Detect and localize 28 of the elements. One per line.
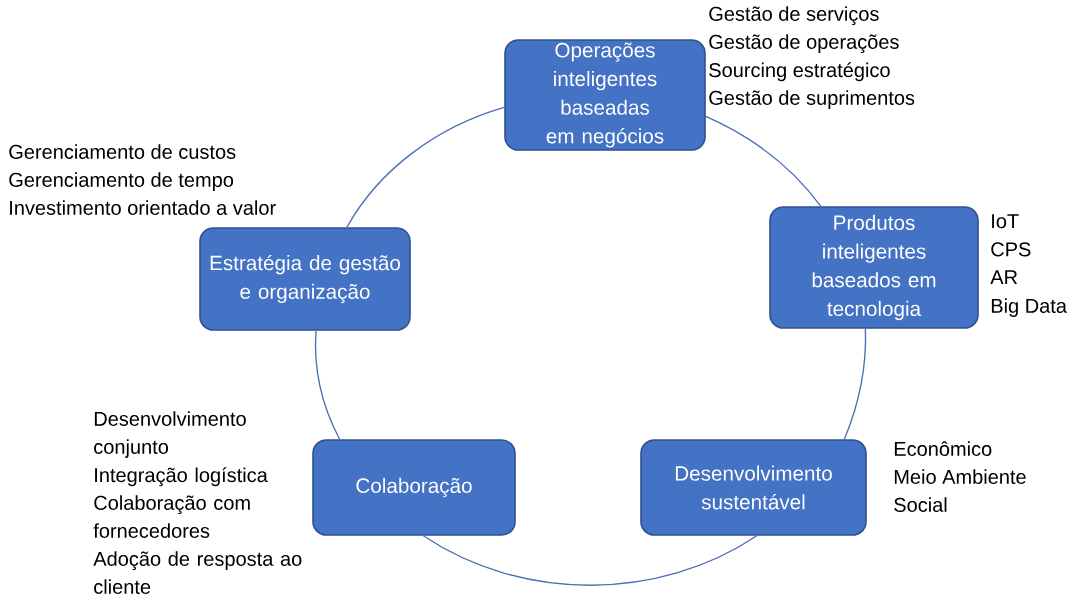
connector-arc xyxy=(314,330,341,440)
list-item: Gerenciamento de custos xyxy=(9,144,236,159)
list-item: Meio Ambiente xyxy=(894,469,1026,484)
process-box: Colaboração xyxy=(312,439,516,536)
list-item: Desenvolvimento conjunto xyxy=(94,411,246,458)
list-item: Gestão de suprimentos xyxy=(709,90,915,109)
list-item: Gestão de serviços xyxy=(709,6,879,25)
list-item: Gerenciamento de tempo xyxy=(9,172,234,191)
connector-arc xyxy=(346,106,505,228)
list-item: Adoção de resposta ao cliente xyxy=(93,551,302,594)
process-box: Desenvolvimento sustentável xyxy=(640,439,867,536)
list-item: Econômico xyxy=(894,441,992,456)
list-item: CPS xyxy=(991,242,1031,257)
list-item: Colaboração com fornecedores xyxy=(93,495,250,538)
list-item: AR xyxy=(990,270,1018,285)
list-item: Gestão de operações xyxy=(709,34,899,53)
list-item: Investimento orientado a valor xyxy=(10,200,276,215)
process-box: Operações inteligentes baseadas em negócios xyxy=(504,39,706,151)
connector-arc xyxy=(422,535,758,586)
list-item: Social xyxy=(894,497,947,512)
list-item: Sourcing estratégico xyxy=(709,62,890,82)
list-item: IoT xyxy=(992,214,1019,229)
process-box: Produtos inteligentes baseados em tecnologia xyxy=(769,206,979,329)
list-item: Big Data xyxy=(991,298,1067,317)
process-box: Estratégia de gestão e organização xyxy=(199,227,411,331)
connector-arc xyxy=(843,328,867,440)
connector-arc xyxy=(705,115,822,207)
list-item: Integração logística xyxy=(95,467,268,487)
